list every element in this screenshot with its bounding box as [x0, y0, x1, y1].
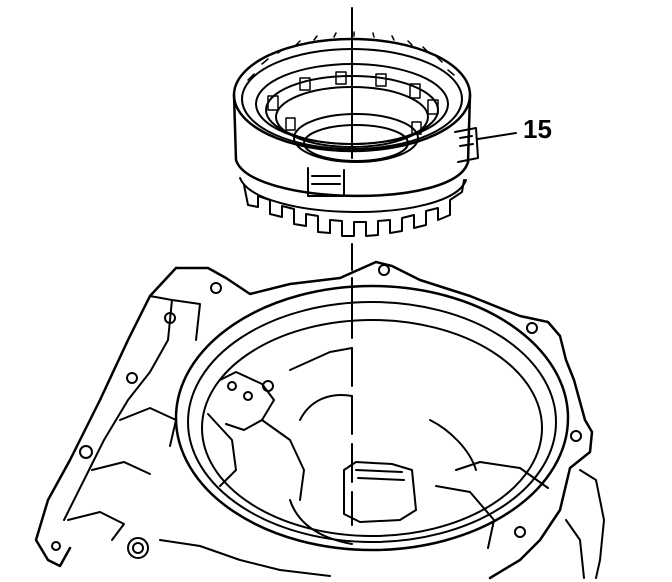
transmission-case — [34, 260, 605, 580]
clutch-housing-assembly — [232, 31, 479, 237]
callout-label-15: 15 — [523, 114, 552, 144]
callout-leader-line — [477, 132, 517, 140]
